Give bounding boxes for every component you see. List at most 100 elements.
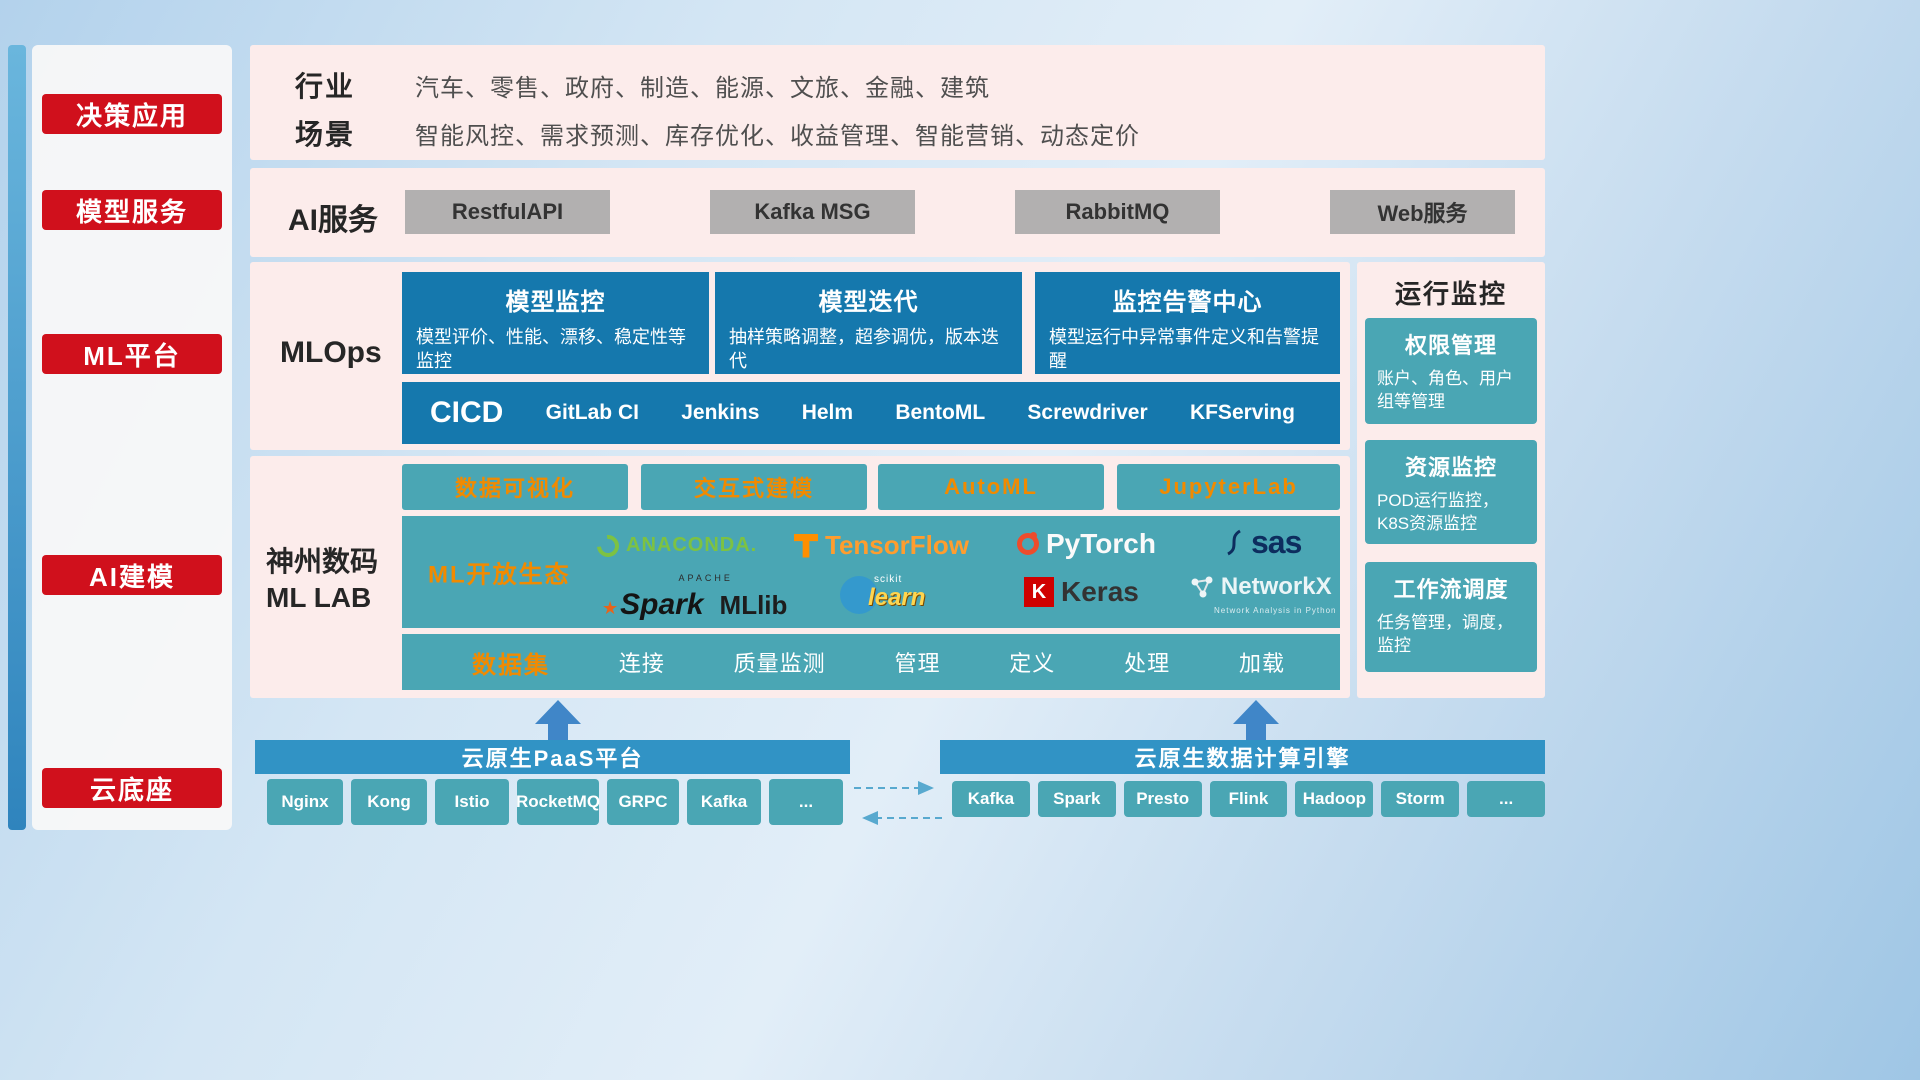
sidebar-item-model-service[interactable]: 模型服务 bbox=[42, 190, 222, 230]
resource-monitoring-title: 资源监控 bbox=[1404, 455, 1497, 480]
scikit-learn-logo: scikit learn bbox=[840, 572, 932, 616]
model-iteration-card: 模型迭代 抽样策略调整，超参调优，版本迭代 bbox=[715, 272, 1022, 374]
engine-chip-kafka[interactable]: Kafka bbox=[952, 781, 1030, 817]
paas-chip-more[interactable]: ... bbox=[769, 779, 843, 825]
engine-chip-storm[interactable]: Storm bbox=[1381, 781, 1460, 817]
engine-chip-presto[interactable]: Presto bbox=[1123, 781, 1202, 817]
pytorch-icon bbox=[1017, 532, 1039, 555]
sidebar-item-ai-modeling[interactable]: AI建模 bbox=[42, 555, 222, 595]
permission-management-card: 权限管理 账户、角色、用户组等管理 bbox=[1365, 318, 1537, 424]
engine-chip-more[interactable]: ... bbox=[1467, 781, 1546, 817]
sidebar-item-cloud-base[interactable]: 云底座 bbox=[42, 768, 222, 808]
permission-management-title: 权限管理 bbox=[1404, 333, 1497, 358]
dataset-item-manage: 管理 bbox=[894, 651, 941, 676]
tensorflow-icon bbox=[794, 533, 818, 558]
model-monitoring-title: 模型监控 bbox=[505, 289, 606, 316]
paas-chip-istio[interactable]: Istio bbox=[435, 779, 509, 825]
engine-chip-spark[interactable]: Spark bbox=[1037, 781, 1116, 817]
dataset-item-define: 定义 bbox=[1009, 651, 1056, 676]
tool-chip-data-visualization[interactable]: 数据可视化 bbox=[402, 464, 628, 510]
workflow-scheduling-desc: 任务管理，调度，监控 bbox=[1377, 613, 1513, 655]
paas-chip-row: Nginx Kong Istio RocketMQ GRPC Kafka ... bbox=[255, 779, 850, 825]
paas-platform-bar: 云原生PaaS平台 bbox=[255, 740, 850, 774]
dataset-item-load: 加载 bbox=[1238, 651, 1285, 676]
ai-service-button-restfulapi[interactable]: RestfulAPI bbox=[405, 190, 610, 234]
paas-chip-kong[interactable]: Kong bbox=[351, 779, 427, 825]
keras-icon: K bbox=[1024, 577, 1054, 607]
left-accent-bar bbox=[8, 45, 26, 830]
alert-center-card: 监控告警中心 模型运行中异常事件定义和告警提醒 bbox=[1035, 272, 1340, 374]
model-iteration-title: 模型迭代 bbox=[818, 289, 919, 316]
data-engine-title: 云原生数据计算引擎 bbox=[1134, 746, 1351, 771]
cicd-item-gitlab-ci: GitLab CI bbox=[545, 401, 639, 424]
ai-service-button-rabbitmq[interactable]: RabbitMQ bbox=[1015, 190, 1220, 234]
networkx-logo: NetworkX Network Analysis in Python bbox=[1184, 574, 1337, 615]
mllab-label-line2: ML LAB bbox=[266, 582, 372, 613]
networkx-subtitle: Network Analysis in Python bbox=[1214, 606, 1337, 615]
tool-chip-jupyterlab[interactable]: JupyterLab bbox=[1117, 464, 1340, 510]
networkx-wordmark: NetworkX bbox=[1220, 573, 1332, 601]
ml-ecosystem-label: ML开放生态 bbox=[428, 561, 571, 589]
industry-list: 汽车、零售、政府、制造、能源、文旅、金融、建筑 bbox=[415, 75, 990, 102]
industry-label: 行业 bbox=[295, 71, 356, 102]
scikit-label: scikit bbox=[874, 574, 903, 585]
runtime-monitor-panel: 运行监控 权限管理 账户、角色、用户组等管理 资源监控 POD运行监控，K8S资… bbox=[1357, 262, 1545, 698]
engine-chip-row: Kafka Spark Presto Flink Hadoop Storm ..… bbox=[940, 781, 1546, 817]
dataset-label: 数据集 bbox=[472, 651, 550, 679]
data-engine-bar: 云原生数据计算引擎 bbox=[940, 740, 1545, 774]
engine-chip-hadoop[interactable]: Hadoop bbox=[1295, 781, 1374, 817]
tool-chip-automl[interactable]: AutoML bbox=[878, 464, 1104, 510]
sas-logo: sas bbox=[1224, 524, 1302, 561]
sidebar: 决策应用 模型服务 ML平台 AI建模 云底座 bbox=[32, 45, 232, 830]
mllib-wordmark: MLlib bbox=[719, 590, 788, 620]
ml-ecosystem-block: ML开放生态 ANACONDA. TensorFlow PyTorch sas … bbox=[402, 516, 1340, 628]
ai-service-button-kafka-msg[interactable]: Kafka MSG bbox=[710, 190, 915, 234]
engine-chip-flink[interactable]: Flink bbox=[1209, 781, 1288, 817]
pytorch-logo: PyTorch bbox=[1017, 528, 1156, 560]
paas-chip-kafka[interactable]: Kafka bbox=[687, 779, 761, 825]
cicd-item-bentoml: BentoML bbox=[895, 401, 986, 424]
tool-chip-interactive-modeling[interactable]: 交互式建模 bbox=[641, 464, 867, 510]
ai-service-button-web[interactable]: Web服务 bbox=[1330, 190, 1515, 234]
sas-swoosh-icon bbox=[1227, 529, 1241, 555]
anaconda-logo: ANACONDA. bbox=[592, 530, 758, 561]
model-monitoring-desc: 模型评价、性能、漂移、稳定性等监控 bbox=[416, 327, 686, 372]
paas-chip-rocketmq[interactable]: RocketMQ bbox=[516, 779, 600, 825]
runtime-monitor-title: 运行监控 bbox=[1394, 279, 1507, 309]
scenario-label: 场景 bbox=[295, 119, 356, 150]
dataset-item-process: 处理 bbox=[1124, 651, 1171, 676]
networkx-icon bbox=[1191, 576, 1213, 598]
sidebar-item-decision-apps[interactable]: 决策应用 bbox=[42, 94, 222, 134]
dataset-row: 数据集 连接 质量监测 管理 定义 处理 加载 bbox=[402, 634, 1340, 690]
anaconda-wordmark: ANACONDA. bbox=[626, 534, 758, 556]
paas-chip-nginx[interactable]: Nginx bbox=[267, 779, 343, 825]
scenario-list: 智能风控、需求预测、库存优化、收益管理、智能营销、动态定价 bbox=[415, 123, 1140, 150]
dataset-item-quality: 质量监测 bbox=[733, 651, 826, 676]
resource-monitoring-desc: POD运行监控，K8S资源监控 bbox=[1377, 491, 1499, 533]
resource-monitoring-card: 资源监控 POD运行监控，K8S资源监控 bbox=[1365, 440, 1537, 544]
model-iteration-desc: 抽样策略调整，超参调优，版本迭代 bbox=[729, 327, 999, 372]
sidebar-item-ml-platform[interactable]: ML平台 bbox=[42, 334, 222, 374]
ai-service-band: AI服务 RestfulAPI Kafka MSG RabbitMQ Web服务 bbox=[250, 168, 1545, 257]
workflow-scheduling-title: 工作流调度 bbox=[1393, 577, 1509, 602]
model-monitoring-card: 模型监控 模型评价、性能、漂移、稳定性等监控 bbox=[402, 272, 709, 374]
learn-wordmark: learn bbox=[868, 584, 926, 611]
workflow-scheduling-card: 工作流调度 任务管理，调度，监控 bbox=[1365, 562, 1537, 672]
dashed-exchange-arrows bbox=[848, 772, 948, 837]
anaconda-icon bbox=[592, 530, 624, 561]
cicd-bar: CICD GitLab CI Jenkins Helm BentoML Scre… bbox=[402, 382, 1340, 444]
industry-band: 行业 汽车、零售、政府、制造、能源、文旅、金融、建筑 场景 智能风控、需求预测、… bbox=[250, 45, 1545, 160]
paas-platform-title: 云原生PaaS平台 bbox=[461, 746, 644, 771]
mllab-label-line1: 神州数码 bbox=[266, 546, 379, 577]
paas-chip-grpc[interactable]: GRPC bbox=[607, 779, 679, 825]
alert-center-title: 监控告警中心 bbox=[1112, 289, 1263, 316]
cicd-label: CICD bbox=[430, 396, 504, 429]
cicd-item-jenkins: Jenkins bbox=[681, 401, 760, 424]
apache-label: APACHE bbox=[678, 573, 733, 583]
pytorch-wordmark: PyTorch bbox=[1046, 528, 1156, 559]
up-arrow-icon bbox=[535, 700, 581, 745]
up-arrow-icon bbox=[1233, 700, 1279, 745]
spark-mllib-logo: APACHE ★ Spark MLlib bbox=[602, 574, 787, 620]
cicd-item-screwdriver: Screwdriver bbox=[1027, 401, 1148, 424]
